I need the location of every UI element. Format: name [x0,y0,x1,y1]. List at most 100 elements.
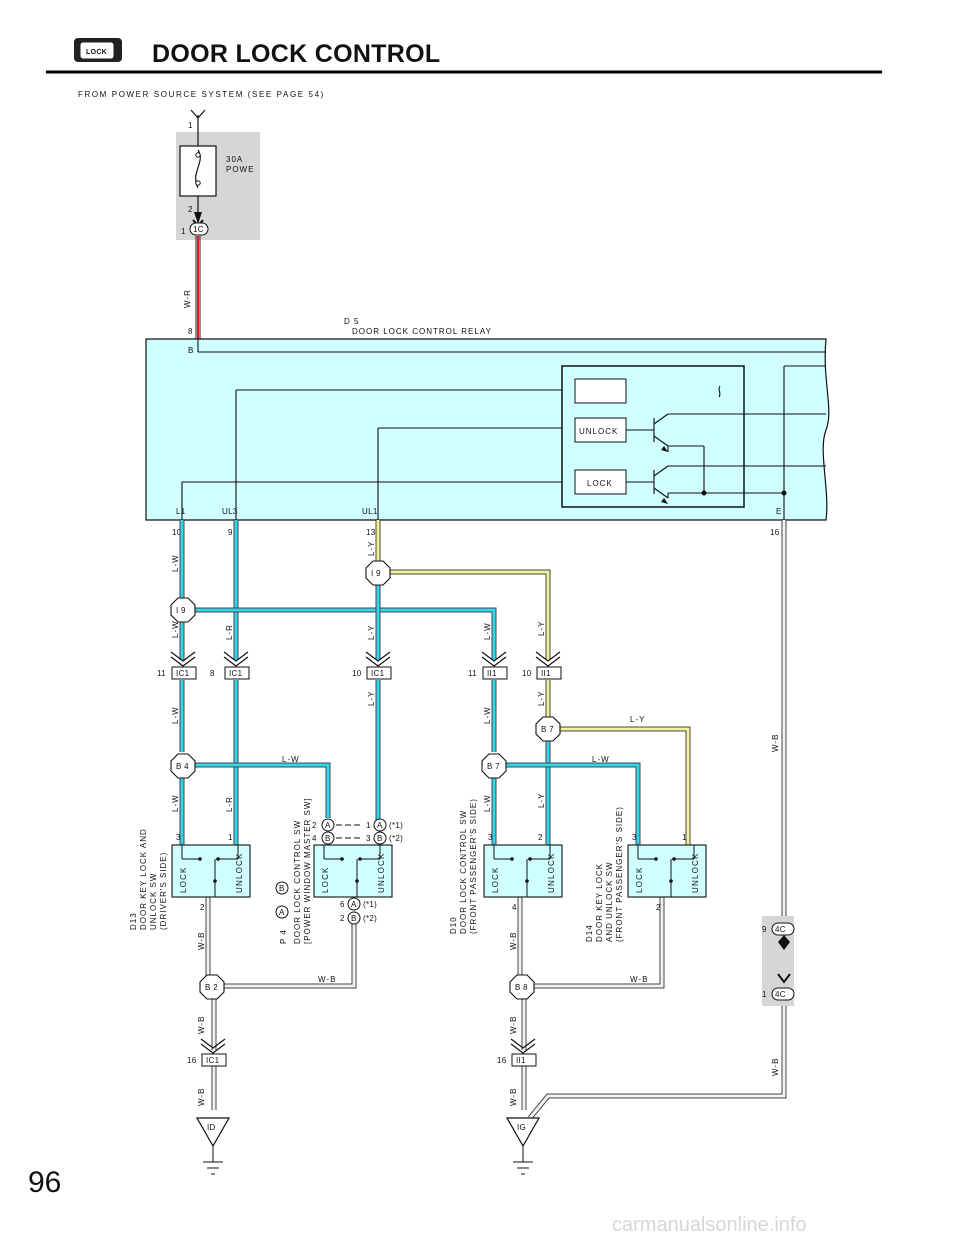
relay-terminal-l1: L1 [176,507,186,516]
wire-label: L-Y [537,793,546,808]
wire-label: L-W [592,755,610,764]
d13-label: DOOR KEY LOCK AND [139,828,148,930]
svg-text:B: B [188,346,194,355]
svg-text:LOCK: LOCK [491,866,500,893]
switch-d14: LOCK UNLOCK [627,844,707,898]
wire-l-w-d14 [505,762,641,845]
svg-text:1: 1 [762,990,767,999]
wire-l-w-p4 [193,762,331,818]
svg-text:LOCK: LOCK [635,866,644,893]
wire-label: L-W [171,620,180,638]
svg-text:(*1): (*1) [389,821,403,830]
relay-terminal-num: 16 [770,528,780,537]
p4-label: P 4 [279,929,288,944]
svg-text:(*2): (*2) [389,834,403,843]
splice-b4: B 4 [170,753,196,779]
splice-b2: B 2 [199,974,225,1000]
svg-text:2: 2 [312,821,317,830]
wire-label: L-R [225,796,234,812]
relay-terminal-num: 13 [366,528,376,537]
svg-text:IC1: IC1 [176,669,190,678]
svg-text:10: 10 [522,669,532,678]
svg-text:2: 2 [538,833,543,842]
page-number: 96 [28,1166,62,1199]
splice-i9-lower: I 9 [170,597,196,623]
svg-text:2: 2 [188,205,193,214]
svg-text:B: B [351,914,357,923]
svg-text:B: B [279,884,285,893]
d13-label: D13 [129,912,138,930]
svg-text:UNLOCK: UNLOCK [691,852,700,893]
wire-label: L-Y [537,621,546,636]
wire-w-b-p4 [222,920,357,989]
wire-label: W-B [197,932,206,950]
svg-text:A: A [351,900,357,909]
svg-text:16: 16 [187,1056,197,1065]
wire-w-b-4c [528,1000,787,1120]
wire-label: L-W [483,794,492,812]
wire-label: L-Y [537,691,546,706]
svg-text:IC1: IC1 [229,669,243,678]
wire-l-w-cross [193,607,497,660]
wire-label: L-W [171,794,180,812]
svg-text:II1: II1 [487,669,497,678]
svg-text:1: 1 [366,821,371,830]
svg-text:8: 8 [188,327,193,336]
wire-label: W-B [771,1058,780,1076]
svg-text:IC1: IC1 [371,669,385,678]
d14-label: AND UNLOCK SW [605,861,614,942]
relay-terminal-num: 9 [228,528,233,537]
wire-label: W-B [630,975,648,984]
connector-1c [189,222,209,236]
d14-label: (FRONT PASSENGER'S SIDE) [615,806,624,942]
svg-text:II1: II1 [541,669,551,678]
svg-text:LOCK: LOCK [179,866,188,893]
svg-text:II1: II1 [516,1056,526,1065]
d13-label: UNLOCK SW [149,873,158,930]
svg-text:4C: 4C [775,925,786,934]
svg-text:B 8: B 8 [515,983,528,992]
switch-p4: LOCK UNLOCK [313,844,393,898]
wire-label: L-W [282,755,300,764]
svg-text:B 7: B 7 [541,725,554,734]
p4-label: DOOR LOCK CONTROL SW [293,820,302,944]
svg-text:3: 3 [176,833,181,842]
svg-text:2: 2 [340,914,345,923]
wire-label: L-Y [630,715,645,724]
wire-label: L-W [171,554,180,572]
svg-text:4: 4 [312,834,317,843]
svg-text:IC1: IC1 [206,1056,220,1065]
svg-text:LOCK: LOCK [321,866,330,893]
d10-label: (FRONT PASSENGER'S SIDE) [469,798,478,934]
svg-text:6: 6 [340,900,345,909]
wire-label: L-Y [367,541,376,556]
connector-ii1-10: II1 10 [522,651,562,680]
svg-text:1: 1 [181,227,186,236]
svg-text:30A: 30A [226,155,243,164]
wire-label: L-R [225,624,234,640]
svg-text:4C: 4C [775,990,786,999]
splice-b7-upper: B 7 [535,716,561,742]
d13-label: (DRIVER'S SIDE) [159,852,168,930]
d14-label: DOOR KEY LOCK [595,863,604,942]
switch-d10: LOCK UNLOCK [483,844,563,898]
svg-text:D 5: D 5 [344,317,359,326]
wire-l-y-d14 [558,726,691,845]
svg-text:1: 1 [228,833,233,842]
svg-text:1C: 1C [193,225,204,234]
svg-text:A: A [279,908,285,917]
svg-text:LOCK: LOCK [86,49,107,56]
svg-text:UNLOCK: UNLOCK [547,852,556,893]
svg-text:8: 8 [210,669,215,678]
lock-badge-icon: LOCK [74,38,122,62]
connector-ic1-8: IC1 8 [210,651,250,680]
svg-text:3: 3 [488,833,493,842]
svg-text:A: A [325,821,331,830]
wire-label: W-B [197,1016,206,1034]
svg-text:4: 4 [512,903,517,912]
svg-text:UNLOCK: UNLOCK [377,852,386,893]
